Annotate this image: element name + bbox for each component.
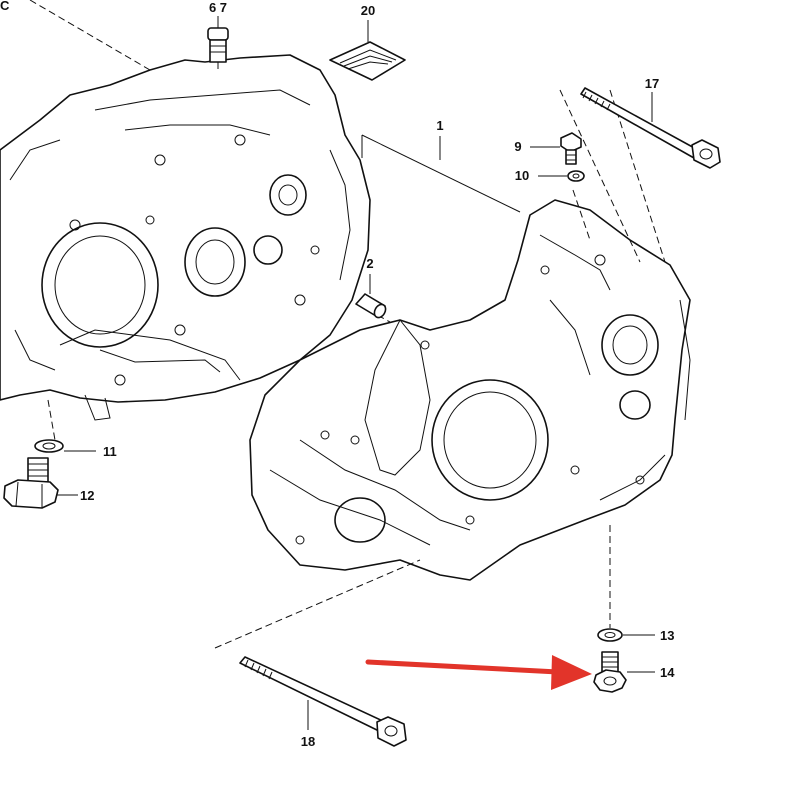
part-13-washer bbox=[597, 628, 623, 642]
part-17-long-bolt bbox=[580, 87, 721, 169]
corner-mark: C bbox=[0, 0, 10, 13]
part-20-cap bbox=[329, 41, 406, 81]
part-9-bolt bbox=[560, 132, 582, 165]
part-14-drain-bolt bbox=[593, 651, 627, 693]
callout-14: 14 bbox=[660, 665, 675, 680]
callout-2: 2 bbox=[366, 256, 373, 271]
part-11-washer bbox=[34, 439, 64, 453]
callout-10: 10 bbox=[515, 168, 529, 183]
part-12-drain-bolt bbox=[3, 457, 59, 509]
assembly-lines bbox=[29, 0, 666, 649]
callout-12: 12 bbox=[80, 488, 94, 503]
callout-20: 20 bbox=[361, 3, 375, 18]
part-2-dowel bbox=[355, 293, 387, 319]
part-18-long-bolt bbox=[239, 656, 407, 747]
red-annotation-arrow bbox=[365, 655, 592, 690]
callout-1: 1 bbox=[436, 118, 443, 133]
callout-13: 13 bbox=[660, 628, 674, 643]
callout-17: 17 bbox=[645, 76, 659, 91]
callout-11: 11 bbox=[103, 444, 117, 459]
left-crankcase-half bbox=[0, 54, 371, 421]
part-6-7-plug bbox=[207, 27, 229, 63]
bracket-1-top bbox=[361, 134, 521, 213]
callout-9: 9 bbox=[514, 139, 521, 154]
callout-18: 18 bbox=[301, 734, 315, 749]
right-crankcase-half bbox=[249, 199, 691, 581]
part-10-washer bbox=[567, 170, 585, 182]
callout-6-7: 6 7 bbox=[209, 0, 227, 15]
